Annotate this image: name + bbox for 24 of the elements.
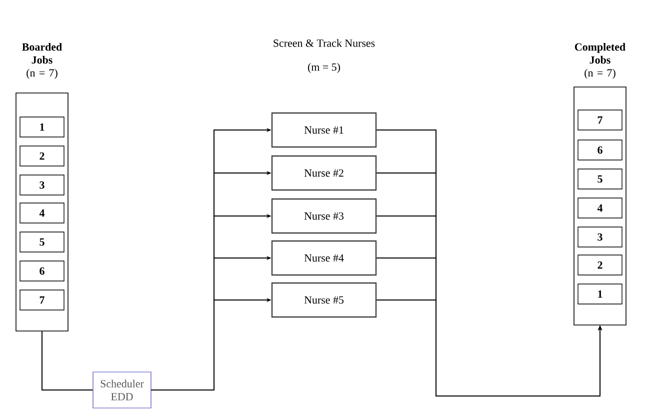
job-box: 7 xyxy=(578,110,622,130)
queue-heading: Boarded Jobs (n = 7) xyxy=(22,42,62,79)
job-box: 5 xyxy=(578,168,622,190)
nurse-box: Nurse #5 xyxy=(271,282,377,318)
job-box: 1 xyxy=(20,116,64,138)
job-box: 4 xyxy=(20,202,64,224)
job-box: 2 xyxy=(20,146,64,166)
column-heading: Screen & Track Nurses xyxy=(274,39,375,47)
scheduler-box: Scheduler EDD xyxy=(92,372,152,408)
nurse-box: Nurse #4 xyxy=(271,240,377,276)
job-box: 6 xyxy=(578,140,622,160)
job-box: 7 xyxy=(20,290,64,310)
nurse-box: Nurse #3 xyxy=(271,198,377,234)
job-box: 3 xyxy=(578,226,622,248)
job-box: 3 xyxy=(20,174,64,196)
job-box: 5 xyxy=(20,232,64,252)
nurse-box: Nurse #1 xyxy=(271,112,377,148)
job-box: 4 xyxy=(578,198,622,218)
job-box: 6 xyxy=(20,260,64,282)
column-heading: (m = 5) xyxy=(308,63,340,73)
nurse-box: Nurse #2 xyxy=(271,155,377,191)
queue-heading: Completed Jobs (n = 7) xyxy=(574,42,626,79)
job-box: 1 xyxy=(578,284,622,304)
job-box: 2 xyxy=(578,254,622,276)
